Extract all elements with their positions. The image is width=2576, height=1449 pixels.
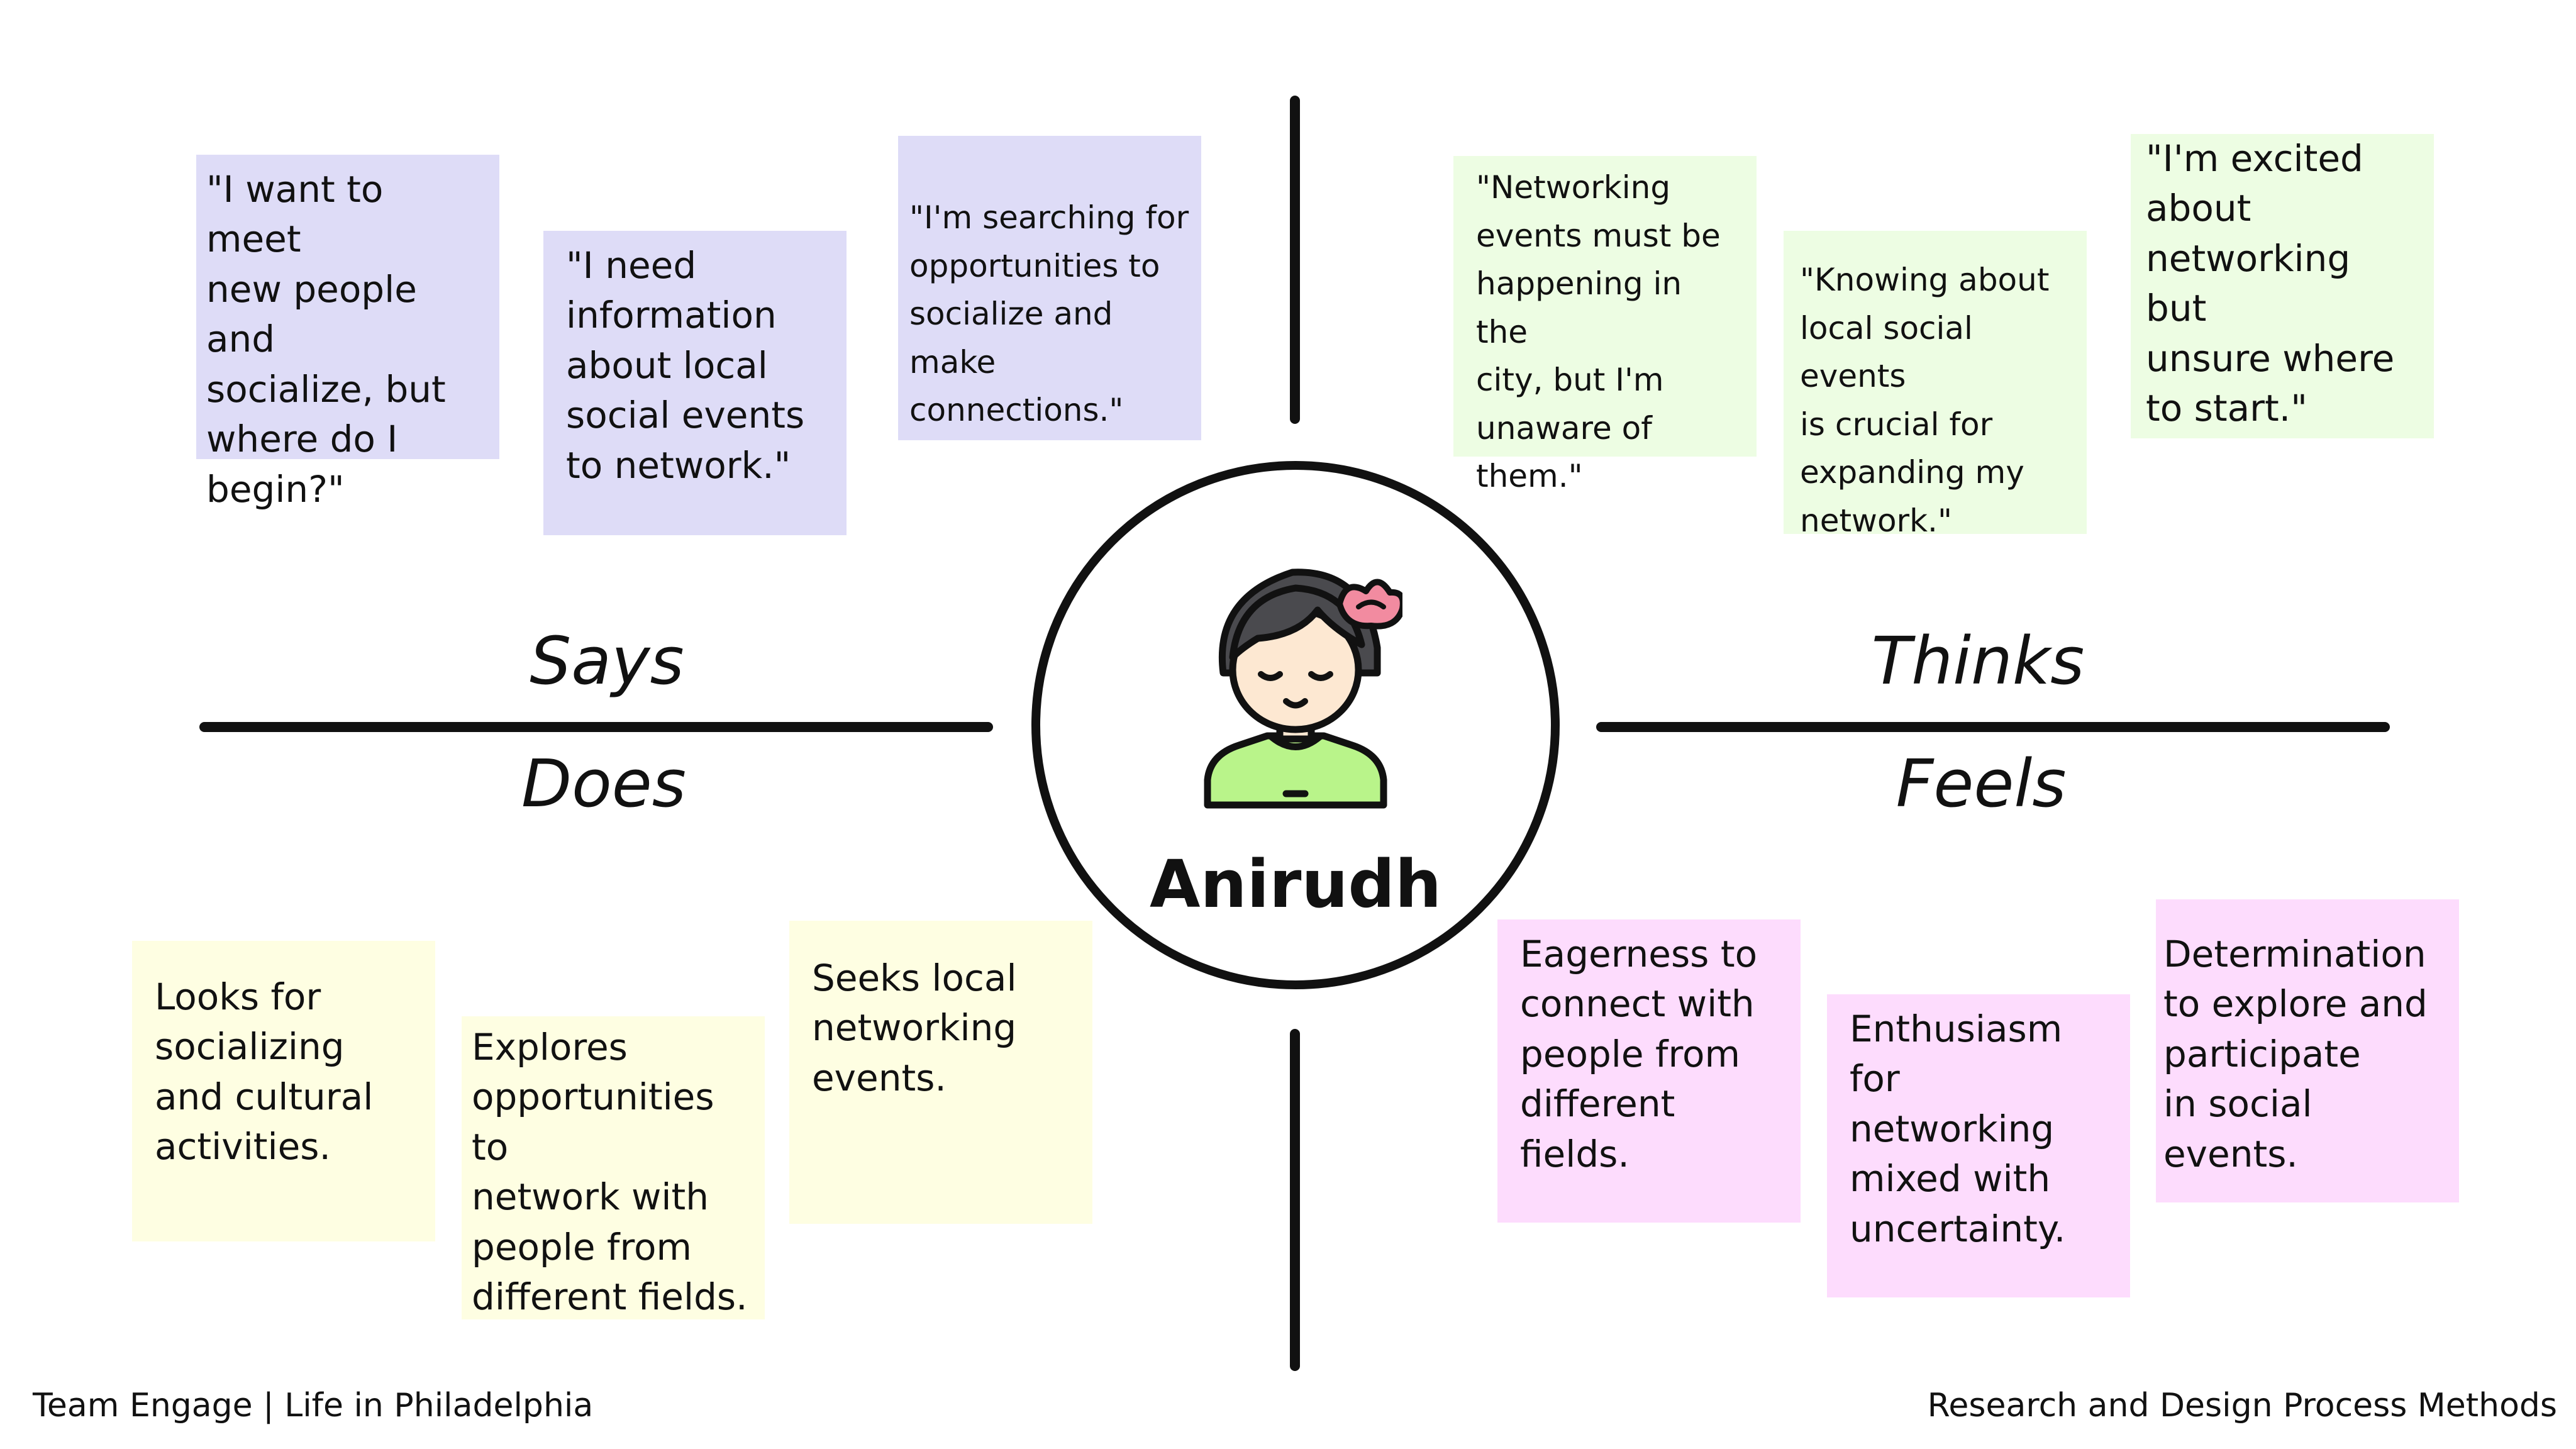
- note-line: about local: [566, 343, 768, 387]
- note-line: connections.": [909, 392, 1124, 428]
- axis-vertical-bottom: [1290, 1029, 1300, 1371]
- note-line: networking but: [2146, 236, 2351, 330]
- persona-avatar-icon: [1204, 569, 1402, 809]
- feels-note-1: Eagerness to connect with people from di…: [1497, 919, 1801, 1223]
- footer-right: Research and Design Process Methods: [1927, 1387, 2557, 1424]
- note-line: is crucial for: [1800, 406, 1993, 443]
- note-line: begin?": [206, 467, 345, 511]
- note-line: to explore and: [2163, 982, 2428, 1026]
- does-note-2: Explores opportunities to network with p…: [462, 1016, 765, 1319]
- note-line: them.": [1476, 458, 1583, 494]
- persona-name: Anirudh: [1150, 846, 1441, 923]
- note-line: "Knowing about: [1800, 262, 2050, 298]
- axis-horizontal-right: [1596, 722, 2390, 732]
- note-line: different fields.: [472, 1275, 748, 1319]
- does-note-3: Seeks local networking events.: [789, 921, 1092, 1224]
- note-line: network.": [1800, 502, 1952, 539]
- thinks-note-3: "I'm excited about networking but unsure…: [2131, 134, 2434, 438]
- says-label: Says: [530, 623, 684, 699]
- note-line: social events: [566, 394, 805, 437]
- note-line: opportunities to: [472, 1075, 714, 1169]
- note-line: Seeks local: [812, 957, 1017, 999]
- note-line: socializing: [155, 1025, 345, 1069]
- note-line: Looks for: [155, 975, 321, 1018]
- thinks-label: Thinks: [1871, 623, 2085, 699]
- axis-vertical-top: [1290, 96, 1300, 424]
- note-line: events.: [812, 1056, 947, 1099]
- note-line: and cultural: [155, 1075, 374, 1118]
- note-line: uncertainty.: [1850, 1207, 2066, 1250]
- note-line: in social events.: [2163, 1082, 2312, 1175]
- does-label: Does: [521, 745, 686, 822]
- note-line: networking: [1850, 1107, 2055, 1150]
- says-note-1: "I want to meet new people and socialize…: [196, 155, 499, 511]
- note-line: different: [1520, 1082, 1675, 1126]
- note-line: socialize, but: [206, 367, 446, 411]
- says-note-3: "I'm searching for opportunities to soci…: [898, 136, 1201, 440]
- axis-horizontal-left: [199, 722, 993, 732]
- thinks-note-1: "Networking events must be happening in …: [1453, 156, 1757, 494]
- note-line: participate: [2163, 1032, 2361, 1075]
- note-line: local social events: [1800, 309, 1973, 395]
- note-line: networking: [812, 1006, 1017, 1050]
- thinks-note-2: "Knowing about local social events is cr…: [1784, 231, 2087, 539]
- feels-label: Feels: [1896, 745, 2067, 822]
- note-line: opportunities to: [909, 247, 1160, 284]
- note-line: "I'm excited: [2146, 137, 2363, 180]
- note-line: events must be: [1476, 217, 1721, 254]
- note-line: "I need: [566, 244, 697, 287]
- feels-note-3: Determination to explore and participate…: [2156, 899, 2459, 1202]
- note-line: to start.": [2146, 387, 2307, 430]
- note-line: about: [2146, 187, 2251, 230]
- note-line: unsure where: [2146, 336, 2395, 380]
- note-line: people from: [1520, 1032, 1741, 1075]
- note-line: "Networking: [1476, 169, 1671, 206]
- note-line: where do I: [206, 418, 398, 461]
- does-note-1: Looks for socializing and cultural activ…: [132, 941, 435, 1241]
- note-line: Enthusiasm: [1850, 1008, 2063, 1050]
- note-line: Explores: [472, 1026, 628, 1069]
- footer-left: Team Engage | Life in Philadelphia: [33, 1387, 594, 1424]
- note-line: activities.: [155, 1125, 331, 1169]
- note-line: network with: [472, 1175, 709, 1219]
- note-line: unaware of: [1476, 409, 1652, 447]
- note-line: Determination: [2163, 933, 2426, 975]
- note-line: new people and: [206, 267, 417, 361]
- note-line: Eagerness to: [1520, 933, 1758, 975]
- note-line: information: [566, 294, 777, 337]
- note-line: people from: [472, 1225, 692, 1269]
- note-line: to network.": [566, 443, 791, 487]
- feels-note-2: Enthusiasm for networking mixed with unc…: [1827, 994, 2130, 1297]
- note-line: happening in the: [1476, 265, 1682, 350]
- note-line: fields.: [1520, 1132, 1629, 1175]
- note-line: city, but I'm: [1476, 362, 1664, 398]
- says-note-2: "I need information about local social e…: [543, 231, 847, 535]
- note-line: expanding my: [1800, 454, 2024, 491]
- note-line: connect with: [1520, 982, 1755, 1026]
- note-line: "I want to meet: [206, 168, 384, 261]
- note-line: socialize and make: [909, 296, 1113, 380]
- note-line: mixed with: [1850, 1157, 2051, 1201]
- note-line: for: [1850, 1057, 1900, 1101]
- note-line: "I'm searching for: [909, 199, 1189, 236]
